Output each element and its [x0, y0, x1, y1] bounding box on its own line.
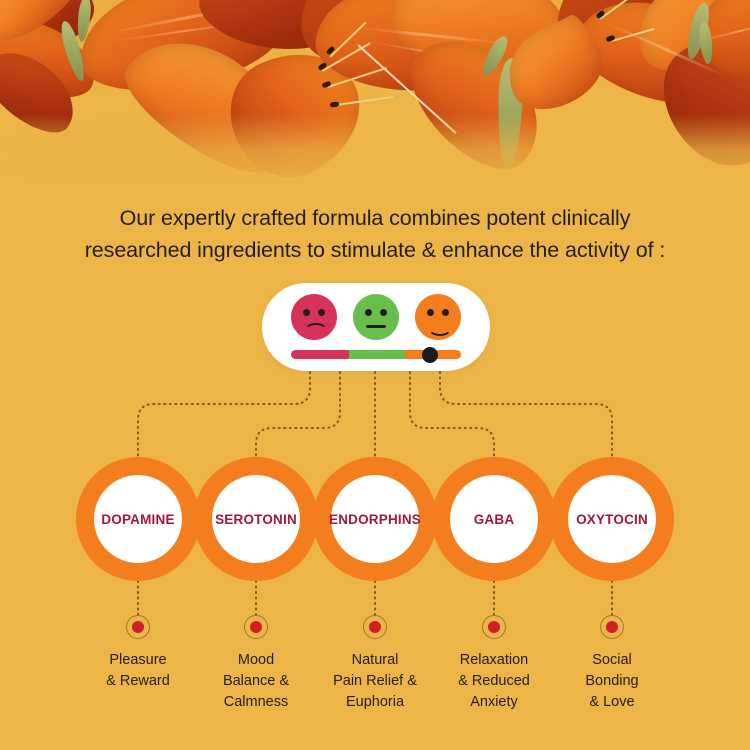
connector-serotonin: [255, 371, 341, 458]
nt-label-gaba: GABA: [473, 511, 515, 527]
nt-circle-inner: ENDORPHINS: [329, 475, 422, 563]
benefit-marker-gaba: [482, 615, 506, 639]
connector-gaba: [409, 371, 495, 458]
eye-left: [303, 309, 310, 316]
benefit-marker-serotonin: [244, 615, 268, 639]
caption-line: & Love: [589, 694, 635, 710]
caption-line: Relaxation: [459, 652, 529, 668]
sad-face-icon: [291, 294, 337, 340]
flat-mouth: [366, 325, 386, 328]
caption-line: & Reduced: [458, 673, 530, 689]
caption-line: Balance &: [222, 673, 290, 689]
connector-oxytocin: [439, 371, 613, 458]
mood-slider-knob[interactable]: [422, 346, 438, 363]
caption-line: Pain Relief &: [333, 673, 417, 689]
caption-line: Euphoria: [345, 694, 405, 710]
mood-scale-widget: [262, 283, 490, 371]
nt-circle-inner: SEROTONIN: [212, 475, 300, 563]
nt-circle-oxytocin[interactable]: OXYTOCIN: [550, 457, 674, 581]
marker-core: [606, 621, 618, 633]
nt-circle-inner: GABA: [450, 475, 538, 563]
connector-dopamine: [137, 371, 311, 458]
slider-segment-medium: [348, 350, 405, 359]
nt-circle-endorphins[interactable]: ENDORPHINS: [313, 457, 437, 581]
eye-right: [442, 309, 449, 316]
nt-circle-dopamine[interactable]: DOPAMINE: [76, 457, 200, 581]
nt-circle-inner: OXYTOCIN: [568, 475, 656, 563]
caption-line: Calmness: [223, 694, 289, 710]
orange-lily-flowers-photo: [0, 0, 750, 192]
caption-line: Natural: [351, 652, 399, 668]
nt-circle-inner: DOPAMINE: [94, 475, 182, 563]
benefit-caption-serotonin: Mood Balance & Calmness: [191, 650, 321, 713]
marker-core: [488, 621, 500, 633]
slider-segment-low: [291, 350, 349, 359]
headline-line-2: researched ingredients to stimulate & en…: [84, 238, 666, 262]
frown-mouth: [304, 323, 328, 339]
nt-label-dopamine: DOPAMINE: [101, 511, 175, 527]
caption-line: Mood: [237, 652, 275, 668]
eye-left: [365, 309, 372, 316]
benefit-marker-endorphins: [363, 615, 387, 639]
benefit-marker-dopamine: [126, 615, 150, 639]
marker-core: [369, 621, 381, 633]
marker-core: [250, 621, 262, 633]
benefit-caption-dopamine: Pleasure & Reward: [73, 650, 203, 692]
caption-line: Bonding: [585, 673, 639, 689]
eye-right: [380, 309, 387, 316]
benefit-caption-oxytocin: Social Bonding & Love: [547, 650, 677, 713]
page-title: Our expertly crafted formula combines po…: [0, 202, 750, 266]
caption-line: Pleasure: [109, 652, 167, 668]
eye-left: [427, 309, 434, 316]
benefit-caption-gaba: Relaxation & Reduced Anxiety: [429, 650, 559, 713]
happy-face-icon: [415, 294, 461, 340]
nt-label-serotonin: SEROTONIN: [215, 511, 297, 527]
marker-core: [132, 621, 144, 633]
eye-right: [318, 309, 325, 316]
nt-label-oxytocin: OXYTOCIN: [576, 511, 648, 527]
caption-line: Anxiety: [470, 694, 518, 710]
caption-line: Social: [592, 652, 632, 668]
nt-circle-serotonin[interactable]: SEROTONIN: [194, 457, 318, 581]
photo-fade: [0, 114, 750, 192]
caption-line: & Reward: [106, 673, 170, 689]
headline-line-1: Our expertly crafted formula combines po…: [119, 206, 631, 230]
nt-circle-gaba[interactable]: GABA: [432, 457, 556, 581]
benefit-marker-oxytocin: [600, 615, 624, 639]
smile-mouth: [428, 320, 452, 336]
nt-label-endorphins: ENDORPHINS: [329, 511, 422, 527]
neutral-face-icon: [353, 294, 399, 340]
benefit-caption-endorphins: Natural Pain Relief & Euphoria: [310, 650, 440, 713]
